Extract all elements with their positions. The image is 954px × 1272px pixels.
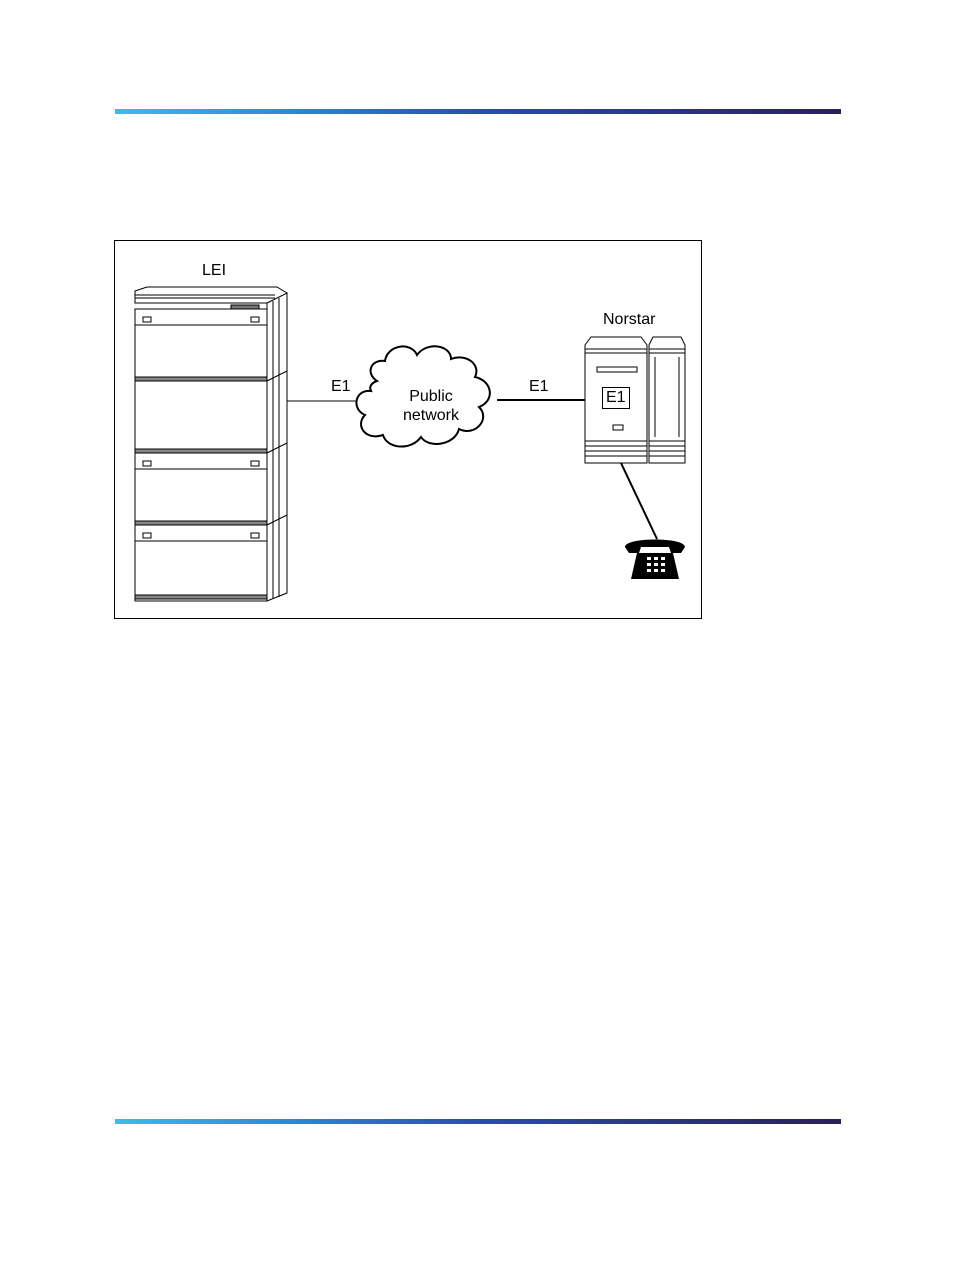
network-diagram: LEI Norstar E1 E1 Public network E1: [114, 240, 702, 619]
lei-label: LEI: [202, 263, 226, 279]
cloud-label-line2: network: [386, 406, 476, 425]
lei-cabinet: [135, 287, 287, 601]
norstar-label: Norstar: [603, 312, 655, 328]
e1-card-label: E1: [602, 387, 630, 409]
header-rule: [115, 109, 841, 114]
e1-right-label: E1: [529, 379, 549, 395]
footer-rule: [115, 1119, 841, 1124]
cloud-label: Public network: [386, 387, 476, 425]
phone-cord: [621, 463, 657, 539]
e1-left-label: E1: [331, 379, 351, 395]
cloud-label-line1: Public: [386, 387, 476, 406]
norstar-unit: [585, 337, 685, 463]
telephone-icon: [625, 540, 685, 580]
diagram-drawing: [115, 241, 703, 620]
